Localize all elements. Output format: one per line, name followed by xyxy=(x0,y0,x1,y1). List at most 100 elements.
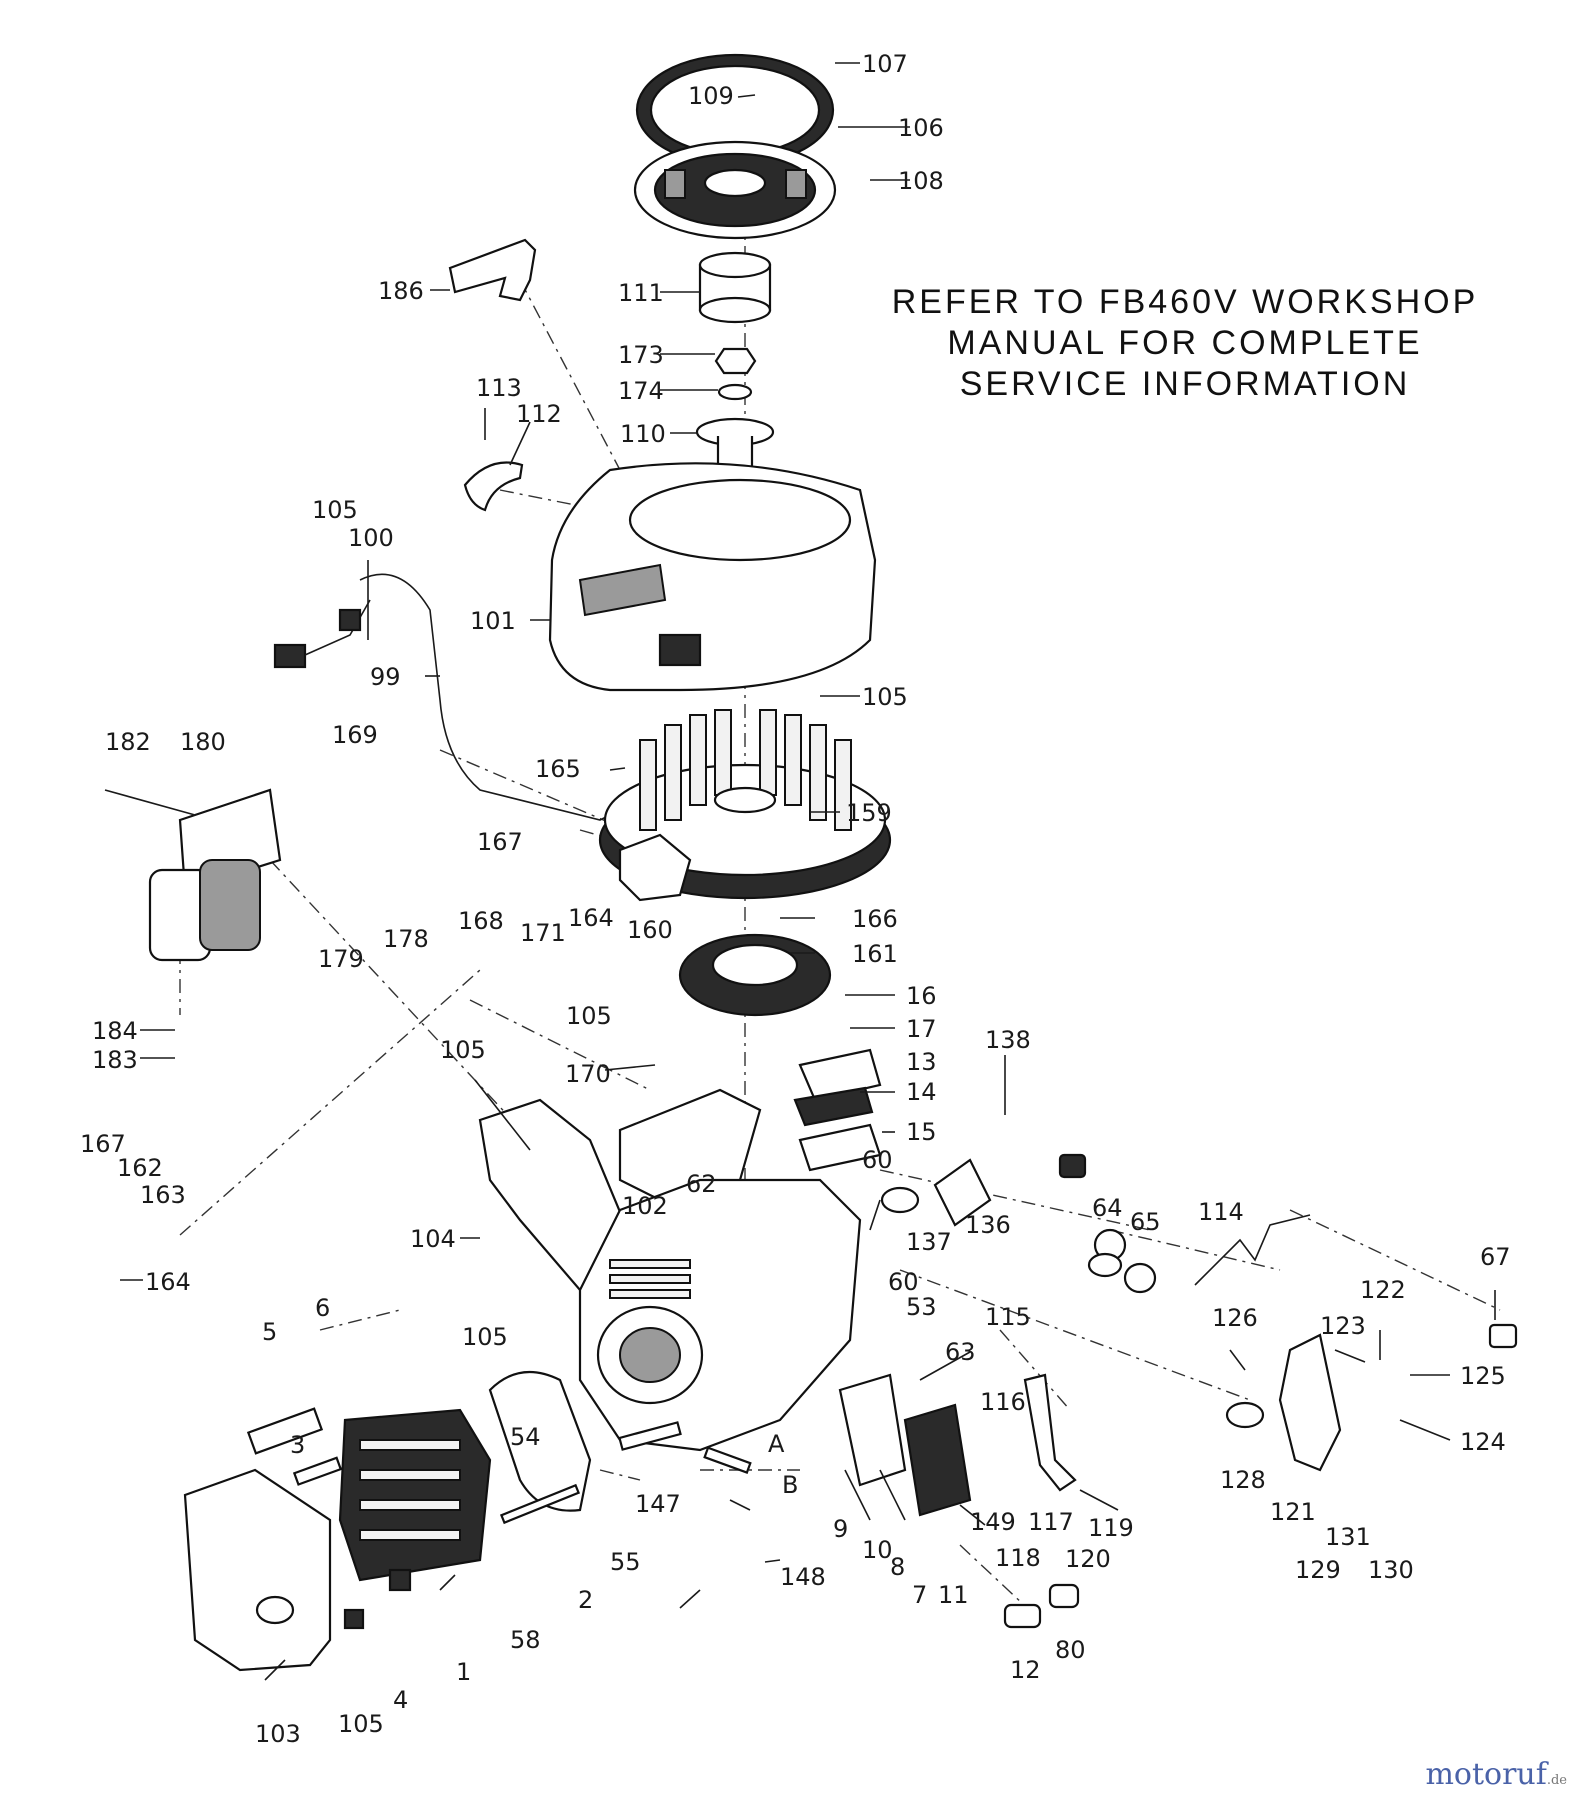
callout-10: 10 xyxy=(862,1536,893,1564)
callout-62: 62 xyxy=(686,1170,717,1198)
fan-housing xyxy=(548,462,877,692)
service-note: REFER TO FB460V WORKSHOP MANUAL FOR COMP… xyxy=(855,282,1515,405)
muffler xyxy=(880,1158,992,1227)
callout-9: 9 xyxy=(833,1515,848,1543)
callout-17: 17 xyxy=(906,1015,937,1043)
callout-60-upper: 60 xyxy=(862,1146,893,1174)
fuel-fittings xyxy=(1087,1252,1157,1294)
starter-motor xyxy=(104,788,282,962)
callout-115: 115 xyxy=(985,1303,1031,1331)
callout-108: 108 xyxy=(898,167,944,195)
callout-13: 13 xyxy=(906,1048,937,1076)
watermark-main: motoruf xyxy=(1425,1757,1547,1792)
callout-100: 100 xyxy=(348,524,394,552)
callout-105-top: 105 xyxy=(312,496,358,524)
callout-128: 128 xyxy=(1220,1466,1266,1494)
callout-120: 120 xyxy=(1065,1545,1111,1573)
callout-3: 3 xyxy=(290,1431,305,1459)
callout-107: 107 xyxy=(862,50,908,78)
carburetor-spacers xyxy=(793,1048,882,1172)
callout-105-head: 105 xyxy=(462,1323,508,1351)
bracket-186 xyxy=(448,238,537,302)
callout-1: 1 xyxy=(456,1658,471,1686)
throttle-link xyxy=(1194,1214,1311,1286)
callout-178: 178 xyxy=(383,925,429,953)
callout-170: 170 xyxy=(565,1060,611,1088)
watermark-tld: .de xyxy=(1546,1773,1567,1788)
callout-113: 113 xyxy=(476,374,522,402)
crankcase xyxy=(578,1178,862,1452)
callout-167-lower: 167 xyxy=(80,1130,126,1158)
callout-164-lower: 164 xyxy=(145,1268,191,1296)
governor-lever xyxy=(1023,1373,1077,1492)
callout-110: 110 xyxy=(620,420,666,448)
callout-54: 54 xyxy=(510,1423,541,1451)
callout-182: 182 xyxy=(105,728,151,756)
callout-160: 160 xyxy=(627,916,673,944)
wire-harness xyxy=(273,573,641,821)
callout-60-lower: 60 xyxy=(888,1268,919,1296)
callout-112: 112 xyxy=(516,400,562,428)
callout-148: 148 xyxy=(780,1563,826,1591)
callout-53: 53 xyxy=(906,1293,937,1321)
callout-165: 165 xyxy=(535,755,581,783)
carburetor xyxy=(838,1373,972,1517)
callout-130: 130 xyxy=(1368,1556,1414,1584)
head-gasket xyxy=(488,1370,592,1512)
callout-184: 184 xyxy=(92,1017,138,1045)
callout-58: 58 xyxy=(510,1626,541,1654)
callout-64: 64 xyxy=(1092,1194,1123,1222)
callout-63: 63 xyxy=(945,1338,976,1366)
callout-105-housing: 105 xyxy=(862,683,908,711)
callout-168: 168 xyxy=(458,907,504,935)
callout-171: 171 xyxy=(520,919,566,947)
shroud-hole xyxy=(255,1595,295,1625)
callout-121: 121 xyxy=(1270,1498,1316,1526)
callout-131: 131 xyxy=(1325,1523,1371,1551)
callout-80: 80 xyxy=(1055,1636,1086,1664)
callout-137: 137 xyxy=(906,1228,952,1256)
callout-163: 163 xyxy=(140,1181,186,1209)
callout-55: 55 xyxy=(610,1548,641,1576)
service-note-line-3: SERVICE INFORMATION xyxy=(959,365,1411,403)
callout-14: 14 xyxy=(906,1078,937,1106)
speed-control-plate xyxy=(1278,1333,1342,1472)
callout-149: 149 xyxy=(970,1508,1016,1536)
service-note-line-1: REFER TO FB460V WORKSHOP xyxy=(891,283,1479,321)
starter-pulley-stack xyxy=(695,251,775,476)
callout-129: 129 xyxy=(1295,1556,1341,1584)
callout-162: 162 xyxy=(117,1154,163,1182)
callout-106: 106 xyxy=(898,114,944,142)
callout-117: 117 xyxy=(1028,1508,1074,1536)
ignition-coil xyxy=(618,833,692,902)
callout-147: 147 xyxy=(635,1490,681,1518)
callout-174: 174 xyxy=(618,377,664,405)
callout-7: 7 xyxy=(912,1581,927,1609)
fasteners xyxy=(246,1153,1518,1630)
callout-180: 180 xyxy=(180,728,226,756)
motoruf-watermark: motoruf.de xyxy=(1425,1757,1567,1792)
callout-136: 136 xyxy=(965,1211,1011,1239)
callout-166: 166 xyxy=(852,905,898,933)
head-shroud xyxy=(183,1468,332,1672)
callout-111: 111 xyxy=(618,279,664,307)
callout-105-cover: 105 xyxy=(440,1036,486,1064)
callout-65: 65 xyxy=(1130,1208,1161,1236)
callout-12: 12 xyxy=(1010,1656,1041,1684)
cylinder-head xyxy=(338,1408,492,1582)
callout-leaders xyxy=(120,62,1496,1681)
callout-159: 159 xyxy=(846,799,892,827)
callout-109: 109 xyxy=(688,82,734,110)
callout-labels: 107 109 106 108 186 111 173 174 110 113 … xyxy=(80,50,1511,1748)
callout-119: 119 xyxy=(1088,1514,1134,1542)
callout-186: 186 xyxy=(378,277,424,305)
callout-161: 161 xyxy=(852,940,898,968)
callout-164-upper: 164 xyxy=(568,904,614,932)
clip-112 xyxy=(463,461,524,512)
callout-105-mid: 105 xyxy=(566,1002,612,1030)
callout-123: 123 xyxy=(1320,1312,1366,1340)
callout-67: 67 xyxy=(1480,1243,1511,1271)
service-note-line-2: MANUAL FOR COMPLETE xyxy=(947,324,1423,362)
callout-167: 167 xyxy=(477,828,523,856)
